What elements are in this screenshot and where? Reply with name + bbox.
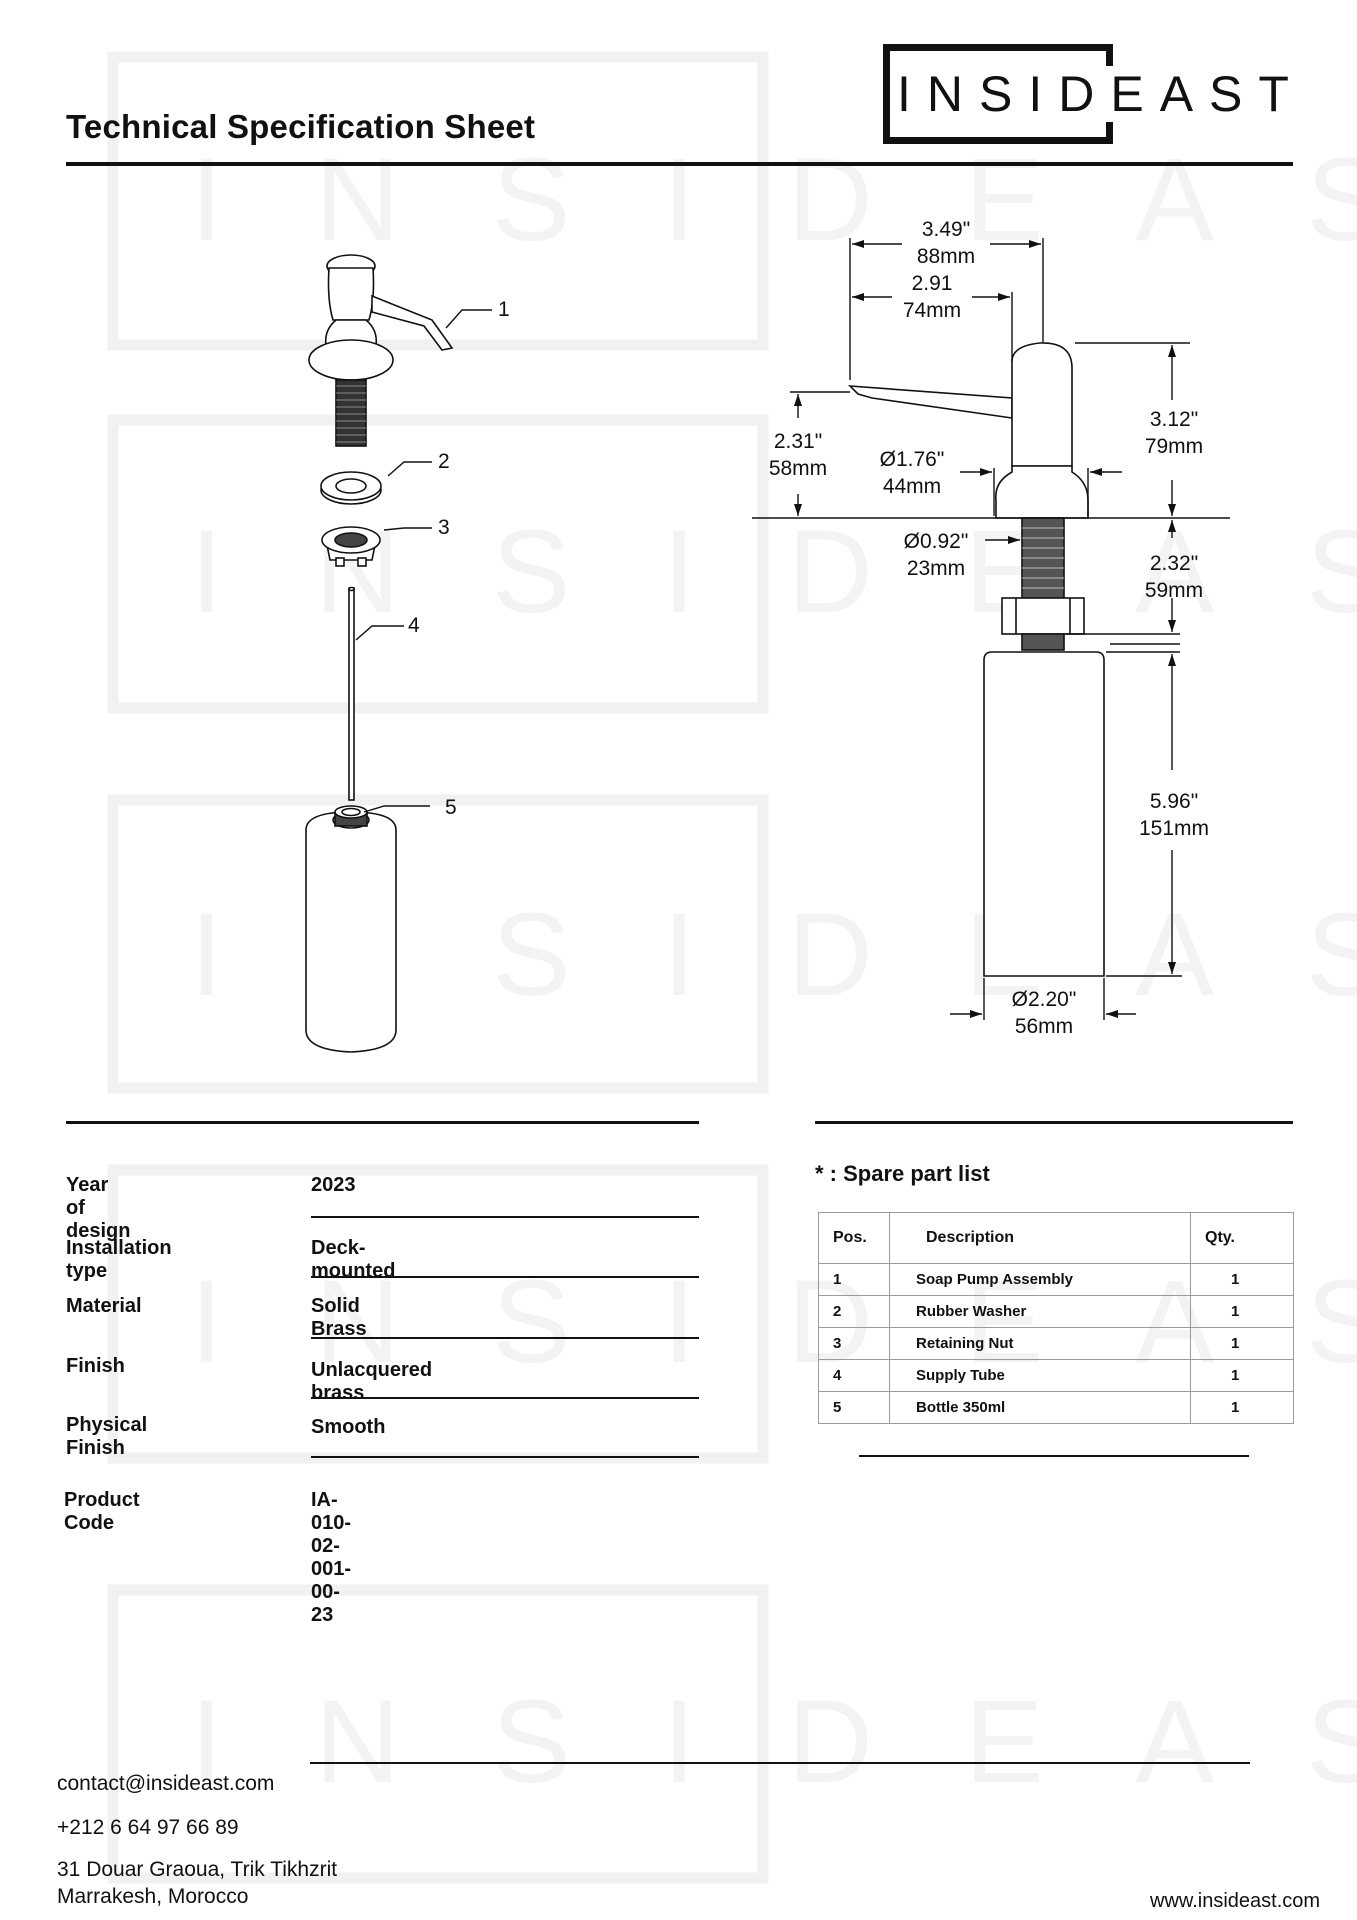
dimension-arrows bbox=[794, 240, 1176, 1018]
table-row: 3 Retaining Nut 1 bbox=[818, 1327, 1294, 1360]
dim-inch: Ø0.92" bbox=[903, 530, 969, 553]
dim-shank-diameter: Ø0.92" 23mm bbox=[886, 528, 986, 582]
header-rule bbox=[66, 162, 1293, 166]
part-3-retaining-nut-drawing bbox=[321, 526, 381, 567]
cell-description: Retaining Nut bbox=[889, 1327, 1191, 1360]
cell-description: Bottle 350ml bbox=[889, 1391, 1191, 1424]
watermark-text: INSIDEAST bbox=[190, 1676, 1357, 1808]
spec-divider bbox=[311, 1397, 699, 1399]
dim-mm: 79mm bbox=[1144, 435, 1204, 458]
side-view-drawing bbox=[752, 342, 1230, 977]
cell-pos: 4 bbox=[818, 1359, 890, 1392]
cell-qty: 1 bbox=[1190, 1359, 1294, 1392]
part-1-soap-pump-drawing bbox=[308, 254, 454, 447]
cell-qty: 1 bbox=[1190, 1391, 1294, 1424]
spare-part-title: * : Spare part list bbox=[815, 1161, 990, 1186]
dim-inch: 5.96" bbox=[1149, 790, 1199, 813]
logo-text: INSIDEAST bbox=[893, 66, 1309, 122]
spec-label: Installation type bbox=[66, 1237, 172, 1282]
column-header-pos: Pos. bbox=[818, 1212, 890, 1264]
dim-mm: 56mm bbox=[1014, 1015, 1074, 1038]
spec-label: Physical Finish bbox=[66, 1414, 148, 1459]
contact-email[interactable]: contact@insideast.com bbox=[57, 1772, 275, 1795]
spec-divider bbox=[311, 1216, 699, 1218]
dim-inch: Ø2.20" bbox=[1011, 988, 1077, 1011]
dim-inch: 2.32" bbox=[1149, 552, 1199, 575]
callout-4: 4 bbox=[408, 614, 420, 637]
spec-divider bbox=[311, 1276, 699, 1278]
cell-pos: 1 bbox=[818, 1263, 890, 1296]
cell-qty: 1 bbox=[1190, 1263, 1294, 1296]
cell-pos: 5 bbox=[818, 1391, 890, 1424]
column-header-qty: Qty. bbox=[1190, 1212, 1294, 1264]
exploded-view-drawing bbox=[305, 254, 454, 1053]
dim-head-height: 3.12" 79mm bbox=[1124, 406, 1224, 460]
dim-inch: 3.49" bbox=[921, 218, 971, 241]
cell-description: Supply Tube bbox=[889, 1359, 1191, 1392]
footer-rule bbox=[310, 1762, 1250, 1764]
dim-mm: 151mm bbox=[1138, 817, 1210, 840]
table-row: 4 Supply Tube 1 bbox=[818, 1359, 1294, 1392]
dim-mm: 58mm bbox=[768, 457, 828, 480]
dim-bottle-height: 5.96" 151mm bbox=[1124, 788, 1224, 842]
column-header-description: Description bbox=[889, 1212, 1191, 1264]
table-row: 1 Soap Pump Assembly 1 bbox=[818, 1263, 1294, 1296]
part-5-bottle-drawing bbox=[305, 805, 397, 1053]
cell-pos: 2 bbox=[818, 1295, 890, 1328]
dim-shank-length: 2.32" 59mm bbox=[1124, 550, 1224, 604]
dim-mm: 44mm bbox=[882, 475, 942, 498]
dim-inch: 2.31" bbox=[773, 430, 823, 453]
watermark-text: INSIDEAST bbox=[190, 506, 1357, 638]
spec-value: Smooth bbox=[311, 1416, 386, 1438]
part-4-supply-tube-drawing bbox=[348, 586, 355, 801]
website-link[interactable]: www.insideast.com bbox=[1150, 1890, 1321, 1912]
cell-description: Rubber Washer bbox=[889, 1295, 1191, 1328]
spare-parts-table: Pos. Description Qty. 1 Soap Pump Assemb… bbox=[818, 1212, 1294, 1424]
address-line-2: Marrakesh, Morocco bbox=[57, 1885, 249, 1908]
cell-qty: 1 bbox=[1190, 1295, 1294, 1328]
cell-description: Soap Pump Assembly bbox=[889, 1263, 1191, 1296]
dim-base-diameter: Ø1.76" 44mm bbox=[862, 446, 962, 500]
table-row: 2 Rubber Washer 1 bbox=[818, 1295, 1294, 1328]
spec-label: Finish bbox=[66, 1355, 125, 1377]
spec-divider bbox=[311, 1337, 699, 1339]
table-header-row: Pos. Description Qty. bbox=[818, 1212, 1294, 1264]
page-title: Technical Specification Sheet bbox=[66, 108, 536, 145]
cell-qty: 1 bbox=[1190, 1327, 1294, 1360]
table-row: 5 Bottle 350ml 1 bbox=[818, 1391, 1294, 1424]
specs-top-rule bbox=[66, 1121, 699, 1124]
dim-spout-height: 2.31" 58mm bbox=[748, 428, 848, 482]
brand-logo: INSIDEAST bbox=[883, 44, 1309, 144]
dim-mm: 59mm bbox=[1144, 579, 1204, 602]
watermark-text: INSIDEAST bbox=[190, 134, 1357, 266]
dim-bottle-diameter: Ø2.20" 56mm bbox=[994, 986, 1094, 1040]
callout-5: 5 bbox=[445, 796, 457, 819]
dim-inch: 3.12" bbox=[1149, 408, 1199, 431]
spec-value: Solid Brass bbox=[311, 1295, 367, 1340]
callout-1: 1 bbox=[498, 298, 510, 321]
spec-value: IA-010-02-001-00-23 bbox=[311, 1489, 352, 1626]
spec-label: Material bbox=[66, 1295, 142, 1317]
address-line-1: 31 Douar Graoua, Trik Tikhzrit bbox=[57, 1858, 338, 1881]
cell-pos: 3 bbox=[818, 1327, 890, 1360]
callout-2: 2 bbox=[438, 450, 450, 473]
spares-bottom-rule bbox=[859, 1455, 1249, 1457]
spec-divider bbox=[311, 1456, 699, 1458]
part-2-washer-drawing bbox=[320, 471, 382, 505]
spares-top-rule bbox=[815, 1121, 1293, 1124]
spec-value: 2023 bbox=[311, 1174, 356, 1196]
callout-3: 3 bbox=[438, 516, 450, 539]
dim-inch: 2.91 bbox=[911, 272, 953, 295]
dim-mm: 74mm bbox=[902, 299, 962, 322]
dim-inch: Ø1.76" bbox=[879, 448, 945, 471]
dim-overall-width: 3.49" 88mm bbox=[896, 216, 996, 270]
contact-phone[interactable]: +212 6 64 97 66 89 bbox=[57, 1816, 239, 1839]
dim-mm: 23mm bbox=[906, 557, 966, 580]
spec-label: Year of design bbox=[66, 1174, 131, 1242]
callout-leaders bbox=[355, 309, 492, 813]
dim-mm: 88mm bbox=[916, 245, 976, 268]
dim-spout-reach: 2.91 74mm bbox=[882, 270, 982, 324]
spec-label: Product Code bbox=[64, 1489, 140, 1534]
